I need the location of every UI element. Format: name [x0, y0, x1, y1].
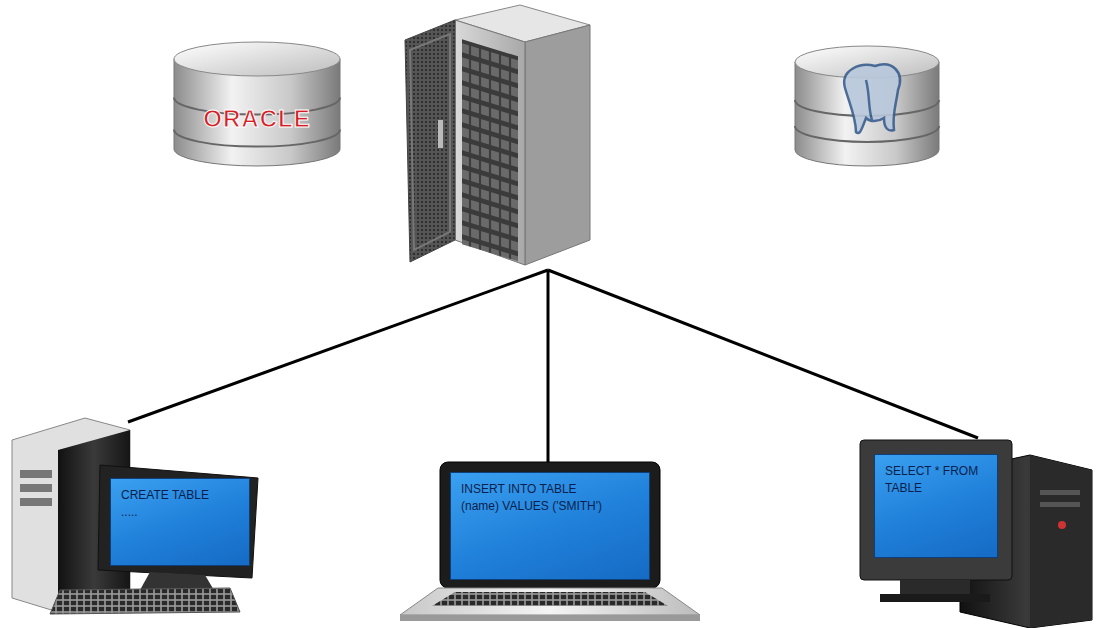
sql-text: ..... [121, 504, 239, 521]
sql-text: INSERT INTO TABLE (name) VALUES ('SMITH'… [461, 481, 611, 515]
laptop [400, 462, 700, 621]
sql-text: CREATE TABLE [121, 487, 239, 504]
network-lines [128, 270, 978, 466]
laptop-screen: INSERT INTO TABLE (name) VALUES ('SMITH'… [450, 472, 650, 580]
sql-text: SELECT * FROM TABLE [885, 463, 987, 497]
database-cylinder: ORACLE [172, 40, 342, 168]
monitor-screen: SELECT * FROM TABLE [874, 454, 998, 558]
desktop-computer [860, 440, 1092, 628]
postgres-database [795, 46, 939, 166]
cylinder-outline [172, 40, 342, 168]
logo-text: ORACLE [172, 105, 342, 133]
server-rack [405, 5, 590, 265]
desktop-computer [12, 418, 258, 614]
monitor-screen: CREATE TABLE..... [110, 478, 250, 566]
